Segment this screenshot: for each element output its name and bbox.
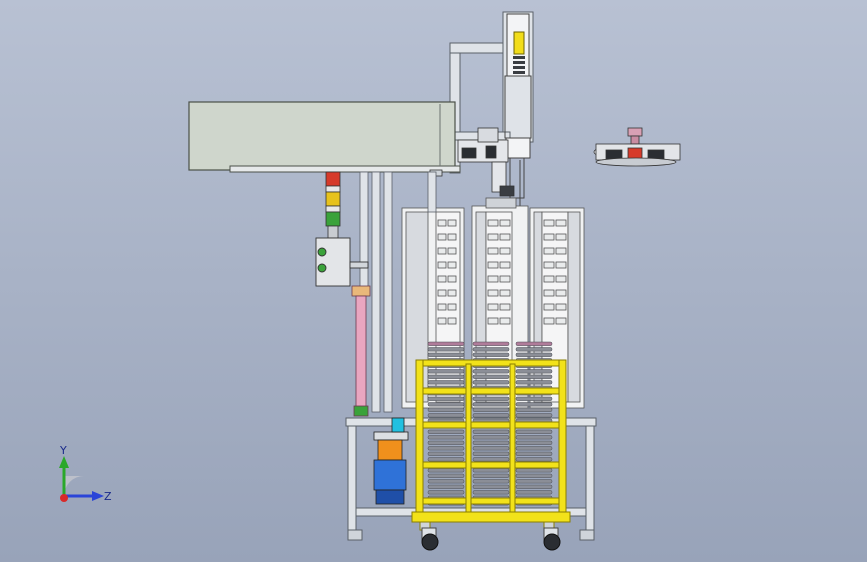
disc-1-0 — [472, 341, 510, 346]
disc-0-7 — [427, 380, 465, 385]
disc-1-21 — [472, 457, 510, 462]
disc-0-23 — [427, 468, 465, 473]
disc-2-18 — [515, 440, 553, 445]
triad-z-label: Z — [104, 490, 112, 503]
disc-0-11 — [427, 402, 465, 407]
disc-0-25 — [427, 479, 465, 484]
disc-0-20 — [427, 451, 465, 456]
disc-2-0 — [515, 341, 553, 346]
disc-2-20 — [515, 451, 553, 456]
disc-2-5 — [515, 369, 553, 374]
disc-2-24 — [515, 473, 553, 478]
disc-2-17 — [515, 435, 553, 440]
disc-0-17 — [427, 435, 465, 440]
disc-0-0 — [427, 341, 465, 346]
disc-0-19 — [427, 446, 465, 451]
triad-plane — [64, 476, 84, 496]
tool-housing-box — [188, 101, 461, 173]
disc-1-18 — [472, 440, 510, 445]
disc-1-23 — [472, 468, 510, 473]
signal-light-tower — [325, 171, 341, 239]
yellow-cart — [411, 359, 571, 531]
cart-wheel-left — [421, 533, 439, 551]
orientation-triad[interactable]: Y Z — [40, 438, 120, 518]
disc-1-11 — [472, 402, 510, 407]
disc-1-27 — [472, 490, 510, 495]
triad-origin — [60, 494, 68, 502]
disc-1-13 — [472, 413, 510, 418]
disc-0-5 — [427, 369, 465, 374]
disc-1-17 — [472, 435, 510, 440]
triad-y-arrowhead — [59, 456, 69, 468]
disc-2-6 — [515, 374, 553, 379]
disc-0-6 — [427, 374, 465, 379]
disc-2-19 — [515, 446, 553, 451]
disc-0-16 — [427, 429, 465, 434]
motor-unit — [373, 417, 409, 505]
disc-1-7 — [472, 380, 510, 385]
disc-2-1 — [515, 347, 553, 352]
disc-2-7 — [515, 380, 553, 385]
disc-2-10 — [515, 396, 553, 401]
disc-0-12 — [427, 407, 465, 412]
disc-2-21 — [515, 457, 553, 462]
disc-2-13 — [515, 413, 553, 418]
disc-0-13 — [427, 413, 465, 418]
disc-2-11 — [515, 402, 553, 407]
disc-0-27 — [427, 490, 465, 495]
disc-0-10 — [427, 396, 465, 401]
cart-wheels — [421, 527, 561, 551]
disc-2-27 — [515, 490, 553, 495]
upper-gripper-mechanism — [429, 127, 515, 197]
disc-1-19 — [472, 446, 510, 451]
disc-2-2 — [515, 352, 553, 357]
disc-2-12 — [515, 407, 553, 412]
triad-z-arrowhead — [92, 491, 104, 501]
triad-y-label: Y — [59, 444, 67, 457]
disc-0-2 — [427, 352, 465, 357]
control-box — [315, 237, 369, 287]
disc-0-18 — [427, 440, 465, 445]
disc-2-25 — [515, 479, 553, 484]
disc-1-24 — [472, 473, 510, 478]
disc-0-26 — [427, 484, 465, 489]
disc-2-16 — [515, 429, 553, 434]
disc-1-12 — [472, 407, 510, 412]
disc-1-1 — [472, 347, 510, 352]
disc-1-20 — [472, 451, 510, 456]
disc-1-16 — [472, 429, 510, 434]
disc-2-23 — [515, 468, 553, 473]
disc-1-5 — [472, 369, 510, 374]
pneumatic-cylinder — [351, 285, 371, 417]
cart-wheel-right — [543, 533, 561, 551]
disc-0-24 — [427, 473, 465, 478]
disc-1-6 — [472, 374, 510, 379]
disc-1-26 — [472, 484, 510, 489]
floating-gripper-assembly — [593, 127, 681, 167]
disc-1-10 — [472, 396, 510, 401]
disc-2-26 — [515, 484, 553, 489]
disc-0-21 — [427, 457, 465, 462]
disc-1-25 — [472, 479, 510, 484]
support-posts — [359, 171, 437, 413]
disc-1-2 — [472, 352, 510, 357]
column-spring — [513, 56, 525, 74]
disc-0-1 — [427, 347, 465, 352]
